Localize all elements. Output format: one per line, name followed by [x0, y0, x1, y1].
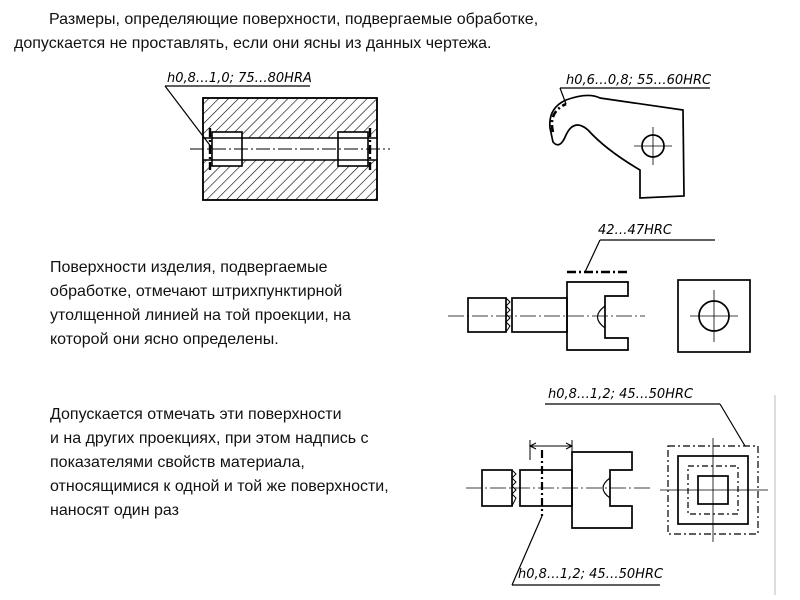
- intro-line-2: допускается не проставлять, если они ясн…: [14, 35, 492, 52]
- fig1-bushing-section: [164, 85, 390, 201]
- paragraph-other-projections: Допускается отмечать эти поверхности и н…: [50, 403, 389, 523]
- paragraph2-line: относящимися к одной и той же поверхност…: [50, 475, 389, 499]
- fig2-lever-part: [548, 87, 710, 199]
- paragraph2-line: и на других проекциях, при этом надпись …: [50, 430, 369, 447]
- fig2-hardness-label: h0,6…0,8; 55…60HRC: [566, 73, 712, 88]
- paragraph1-line: обработке, отмечают штрихпунктирной: [50, 283, 343, 300]
- fig1-hardness-label: h0,8…1,0; 75…80HRA: [167, 71, 312, 86]
- paragraph-marking-surfaces: Поверхности изделия, подвергаемые обрабо…: [50, 256, 351, 352]
- fig3-hardness-label: 42…47HRC: [598, 223, 673, 238]
- paragraph2-clipped-line: относящимися к одной и той же поверхност…: [50, 478, 389, 495]
- paragraph1-line: утолщенной линией на той проекции, на: [50, 307, 351, 324]
- fig4-hardness-label-bottom: h0,8…1,2; 45…50HRC: [518, 567, 664, 582]
- fig4-end-view: [545, 403, 768, 542]
- fig4-fork-shaft: [466, 440, 660, 586]
- fig3-fork-shaft: [448, 239, 715, 351]
- intro-line-1: Размеры, определяющие поверхности, подве…: [49, 11, 539, 28]
- paragraph2-line: Допускается отмечать эти поверхности: [50, 406, 342, 423]
- fig4-hardness-label-top: h0,8…1,2; 45…50HRC: [548, 387, 694, 402]
- fig3-end-view: [677, 279, 751, 353]
- paragraph1-line: Поверхности изделия, подвергаемые: [50, 259, 328, 276]
- intro-text: Размеры, определяющие поверхности, подве…: [14, 8, 538, 56]
- paragraph1-line: которой они ясно определены.: [50, 331, 279, 348]
- paragraph2-line: наносят один раз: [50, 502, 179, 519]
- paragraph2-line: показателями свойств материала,: [50, 454, 305, 471]
